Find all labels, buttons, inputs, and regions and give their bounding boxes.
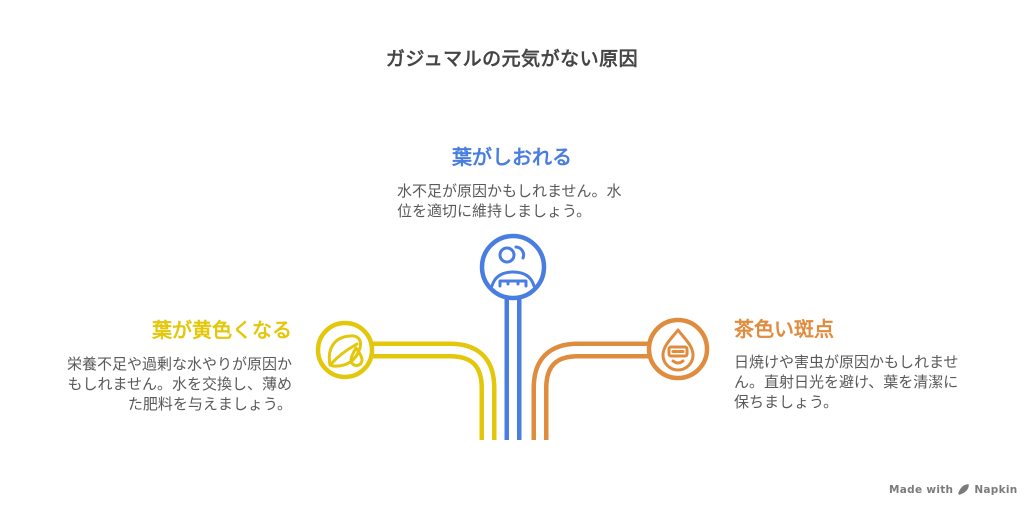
branch-heading-wilting-leaves: 葉がしおれる (452, 145, 572, 169)
napkin-pen-icon (958, 484, 970, 495)
napkin-watermark-link[interactable]: Made with Napkin (889, 483, 1018, 496)
watermark-brand: Napkin (974, 483, 1018, 496)
leaf-droplet-icon (327, 334, 364, 368)
branch-body-yellowing-leaves: 栄養不足や過剰な水やりが原因かもしれません。水を交換し、薄めた肥料を与えましょう… (66, 355, 292, 413)
branch-body-brown-spots: 日焼けや害虫が原因かもしれません。直射日光を避け、葉を清潔に保ちましょう。 (734, 353, 959, 411)
branch-heading-yellowing-leaves: 葉が黄色くなる (152, 318, 292, 342)
spotted-droplet-icon (661, 328, 695, 372)
connector-yellowing-leaves (368, 341, 497, 440)
connector-line-core (368, 346, 492, 440)
diagram-title: ガジュマルの元気がない原因 (385, 48, 639, 70)
wilting-node-circle (479, 233, 547, 301)
connector-line-core (536, 346, 650, 440)
wilting-person-icon (490, 245, 536, 288)
connector-line (368, 341, 497, 440)
connector-brown-spots (531, 341, 650, 440)
branch-body-wilting-leaves: 水不足が原因かもしれません。水位を適切に維持しましょう。 (397, 182, 622, 220)
connector-line (531, 341, 650, 440)
watermark-prefix: Made with (889, 483, 954, 496)
branch-heading-brown-spots: 茶色い斑点 (734, 317, 834, 341)
brown-spots-node-circle (646, 317, 710, 381)
